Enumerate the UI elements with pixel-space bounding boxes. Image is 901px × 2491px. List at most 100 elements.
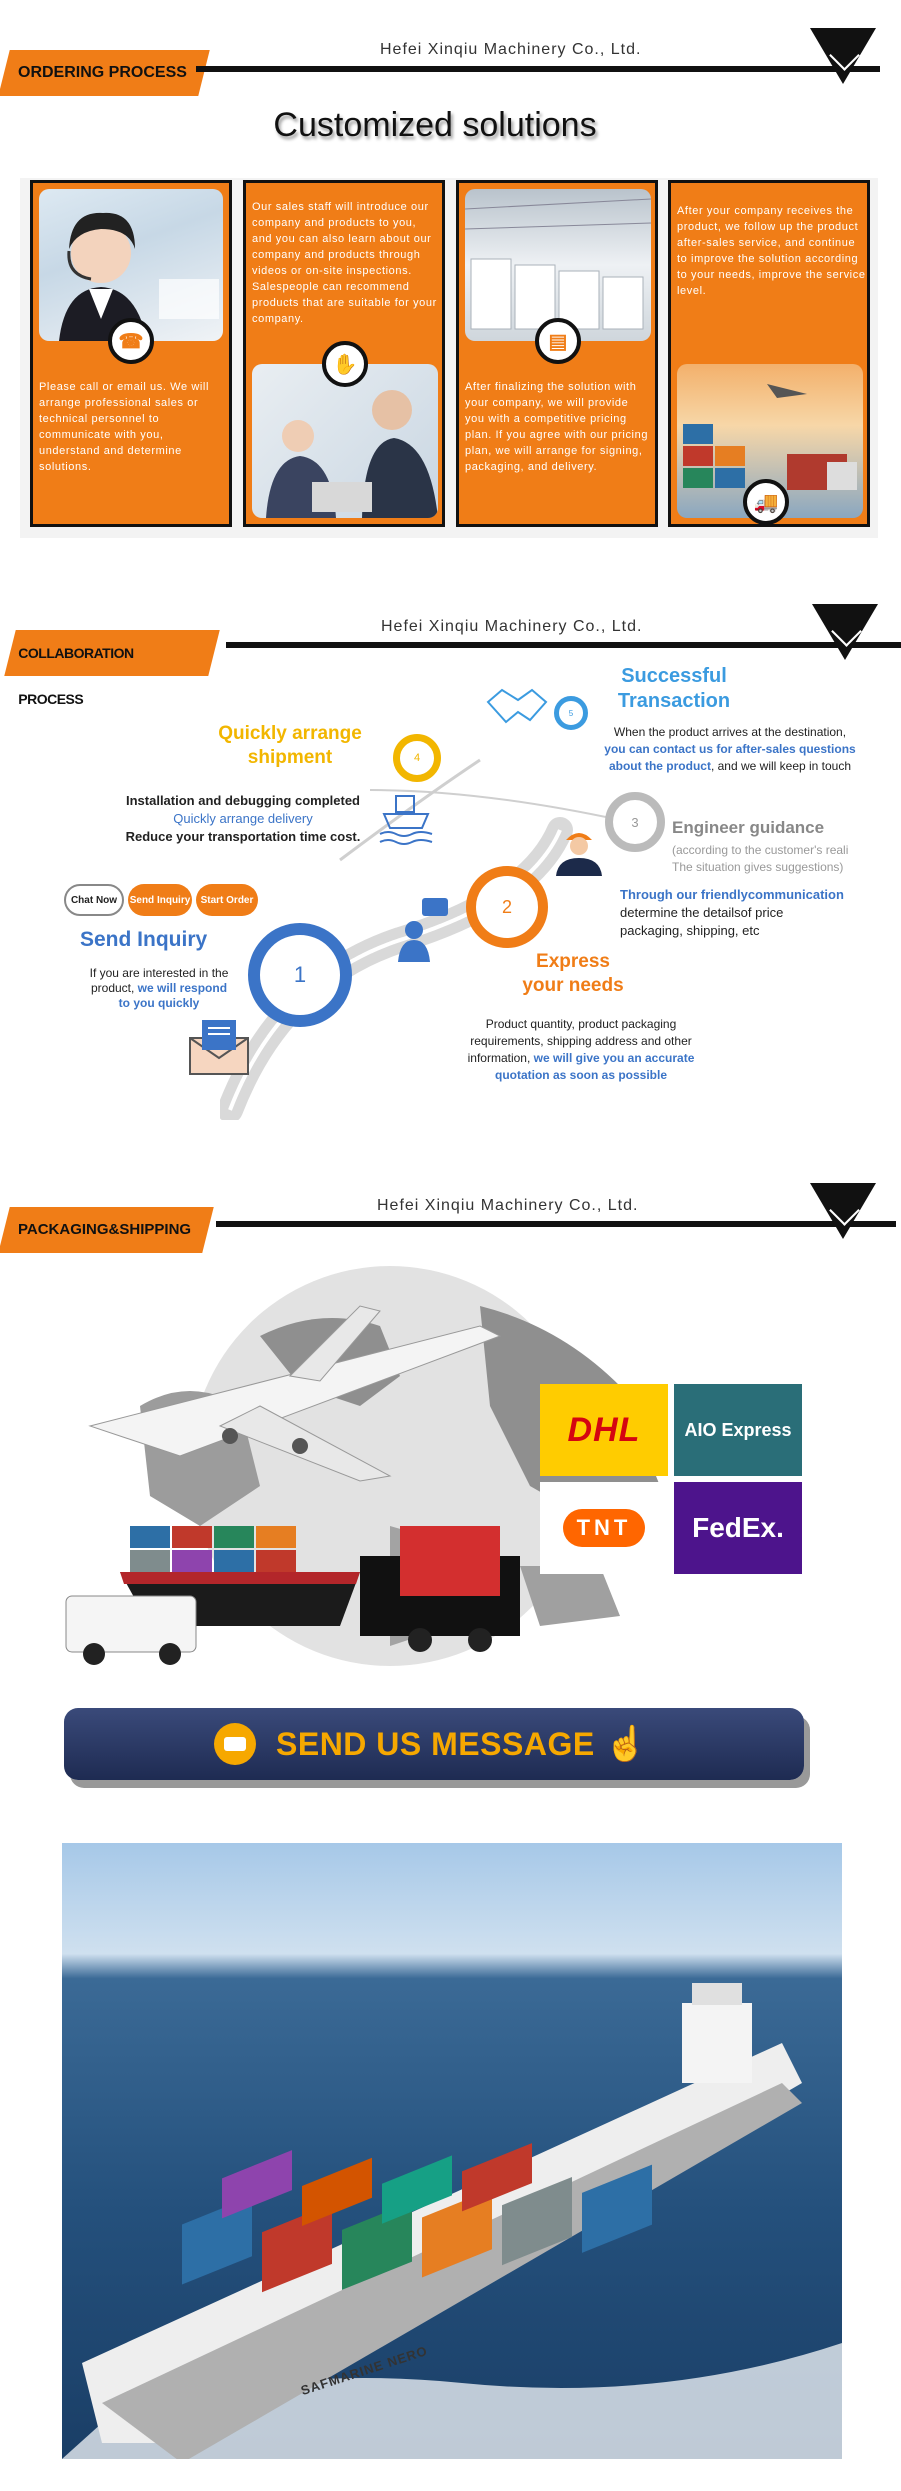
step-1-ring: 1 [248, 923, 352, 1027]
step-2-line-3a: information, [467, 1051, 534, 1065]
brand-triangle-icon [812, 604, 878, 660]
warehouse-rows [465, 198, 651, 330]
handshake-outline-icon [484, 682, 548, 735]
step-2-ring: 2 [466, 866, 548, 948]
carrier-logo-aio: AIO Express [674, 1384, 802, 1476]
collaboration-header: COLLABORATION PROCESS Hefei Xinqiu Machi… [0, 600, 901, 707]
send-us-message-label: SEND US MESSAGE [276, 1725, 595, 1762]
card-2-text: Our sales staff will introduce our compa… [252, 201, 437, 325]
header-rule [226, 642, 901, 648]
chat-now-button[interactable]: Chat Now [64, 884, 124, 916]
section-tag-label: COLLABORATION PROCESS [18, 645, 134, 707]
step-5-line-3: about the product, and we will keep in t… [590, 758, 870, 775]
logistics-scene [683, 384, 857, 490]
section-tag-label: PACKAGING&SHIPPING [18, 1221, 192, 1238]
step-1-title: Send Inquiry [80, 928, 208, 951]
ordering-card-1: ☎ Please call or email us. We will arran… [30, 180, 232, 527]
aio-label: AIO Express [684, 1419, 792, 1440]
airplane [88, 1305, 502, 1482]
step-3-number: 3 [631, 814, 639, 830]
step-5-number: 5 [568, 708, 574, 718]
step-5-desc: When the product arrives at the destinat… [590, 724, 870, 775]
step-3-sub-1: (according to the customer's reali [672, 843, 849, 857]
step-4-line-3: Reduce your transportation time cost. [125, 829, 361, 844]
ordering-card-4: After your company receives the product,… [668, 180, 870, 527]
step-1-line-2a: product, [90, 981, 138, 995]
start-order-button[interactable]: Start Order [196, 884, 258, 916]
step-5-title-1: Successful [621, 665, 727, 687]
step-1-desc: If you are interested in the product, we… [74, 966, 244, 1011]
mail-icon [188, 1018, 252, 1081]
carrier-logo-fedex: FedEx. [674, 1482, 802, 1574]
engineer-icon [554, 826, 604, 881]
dhl-label: DHL [567, 1410, 641, 1449]
truck-icon: 🚚 [743, 479, 789, 525]
section-tag: ORDERING PROCESS [0, 50, 210, 96]
ordering-card-3: ▤ After finalizing the solution with you… [456, 180, 658, 527]
step-3-sub-2: The situation gives suggestions) [672, 860, 844, 874]
step-1-line-2: product, we will respond [74, 981, 244, 996]
section-tag: PACKAGING&SHIPPING [0, 1207, 214, 1253]
handshake-icon: ✋ [322, 341, 368, 387]
step-4-desc: Installation and debugging completed Qui… [110, 792, 376, 846]
step-4-line-1: Installation and debugging completed [125, 793, 360, 808]
meeting-figures [266, 390, 438, 518]
card-3-text: After finalizing the solution with your … [465, 381, 649, 473]
step-2-title-1: Express [536, 951, 610, 972]
handshake-meeting-photo [252, 364, 438, 518]
ordering-card-2: Our sales staff will introduce our compa… [243, 180, 445, 527]
message-icon [214, 1723, 256, 1765]
step-4-title-2: shipment [247, 747, 333, 768]
step-3-line-3: packaging, shipping, etc [620, 923, 760, 938]
step-5-title-2: Transaction [617, 690, 731, 712]
step-3-line-1: Through our friendlycommunication [620, 887, 844, 902]
page-title: Customized solutions [273, 106, 597, 144]
step-2-title-2: your needs [522, 975, 624, 996]
documents-icon: ▤ [535, 318, 581, 364]
step-3-line-2: determine the detailsof price [620, 905, 784, 920]
step-2-title: Express your needs [498, 950, 648, 998]
company-name: Hefei Xinqiu Machinery Co., Ltd. [380, 41, 642, 58]
brand-triangle-icon [810, 1183, 876, 1239]
pointer-hand-icon: ☝ [604, 1725, 648, 1763]
packaging-header: PACKAGING&SHIPPING Hefei Xinqiu Machiner… [0, 1177, 901, 1257]
step-4-title: Quickly arrange shipment [200, 722, 380, 770]
step-4-line-2: Quickly arrange delivery [173, 811, 313, 826]
card-4-text: After your company receives the product,… [677, 205, 866, 297]
step-5-ring: 5 [554, 696, 588, 730]
step-3-title: Engineer guidance [672, 818, 825, 837]
step-3-ring: 3 [605, 792, 665, 852]
step-2-line-1: Product quantity, product packaging [485, 1017, 677, 1031]
call-center-photo [39, 189, 223, 341]
step-2-line-2: requirements, shipping address and other [470, 1034, 692, 1048]
header-rule [216, 1221, 896, 1227]
brand-triangle-icon [810, 28, 876, 84]
company-name: Hefei Xinqiu Machinery Co., Ltd. [377, 1197, 639, 1214]
step-1-line-3: to you quickly [118, 996, 200, 1010]
carrier-logo-tnt: TNT [540, 1482, 668, 1574]
step-1-line-2b: we will respond [137, 981, 228, 995]
step-5-line-1: When the product arrives at the destinat… [613, 725, 847, 739]
headset-icon: ☎ [108, 318, 154, 364]
step-2-desc: Product quantity, product packaging requ… [456, 1016, 706, 1084]
step-5-title: Successful Transaction [604, 664, 744, 714]
step-4-title-1: Quickly arrange [218, 723, 362, 744]
step-3-desc: Through our friendlycommunication determ… [620, 886, 860, 940]
step-2-line-3: information, we will give you an accurat… [456, 1050, 706, 1067]
person-chat-icon [392, 898, 454, 967]
carrier-logo-dhl: DHL [540, 1384, 668, 1476]
card-1-text: Please call or email us. We will arrange… [39, 381, 209, 473]
send-us-message-button[interactable]: SEND US MESSAGE ☝ [64, 1708, 804, 1780]
step-4-ring: 4 [393, 734, 441, 782]
step-1-line-1: If you are interested in the [89, 966, 229, 980]
step-2-number: 2 [501, 896, 512, 917]
step-5-line-3a: about the product [608, 759, 711, 773]
warehouse-photo [465, 189, 651, 341]
header-rule [196, 66, 880, 72]
send-inquiry-button[interactable]: Send Inquiry [128, 884, 192, 916]
ship-illustration [62, 1983, 842, 2459]
ship-icon [378, 790, 434, 851]
step-5-line-2: you can contact us for after-sales quest… [604, 742, 856, 756]
step-5-line-3b: , and we will keep in touch [710, 759, 852, 773]
step-4-number: 4 [413, 752, 421, 764]
